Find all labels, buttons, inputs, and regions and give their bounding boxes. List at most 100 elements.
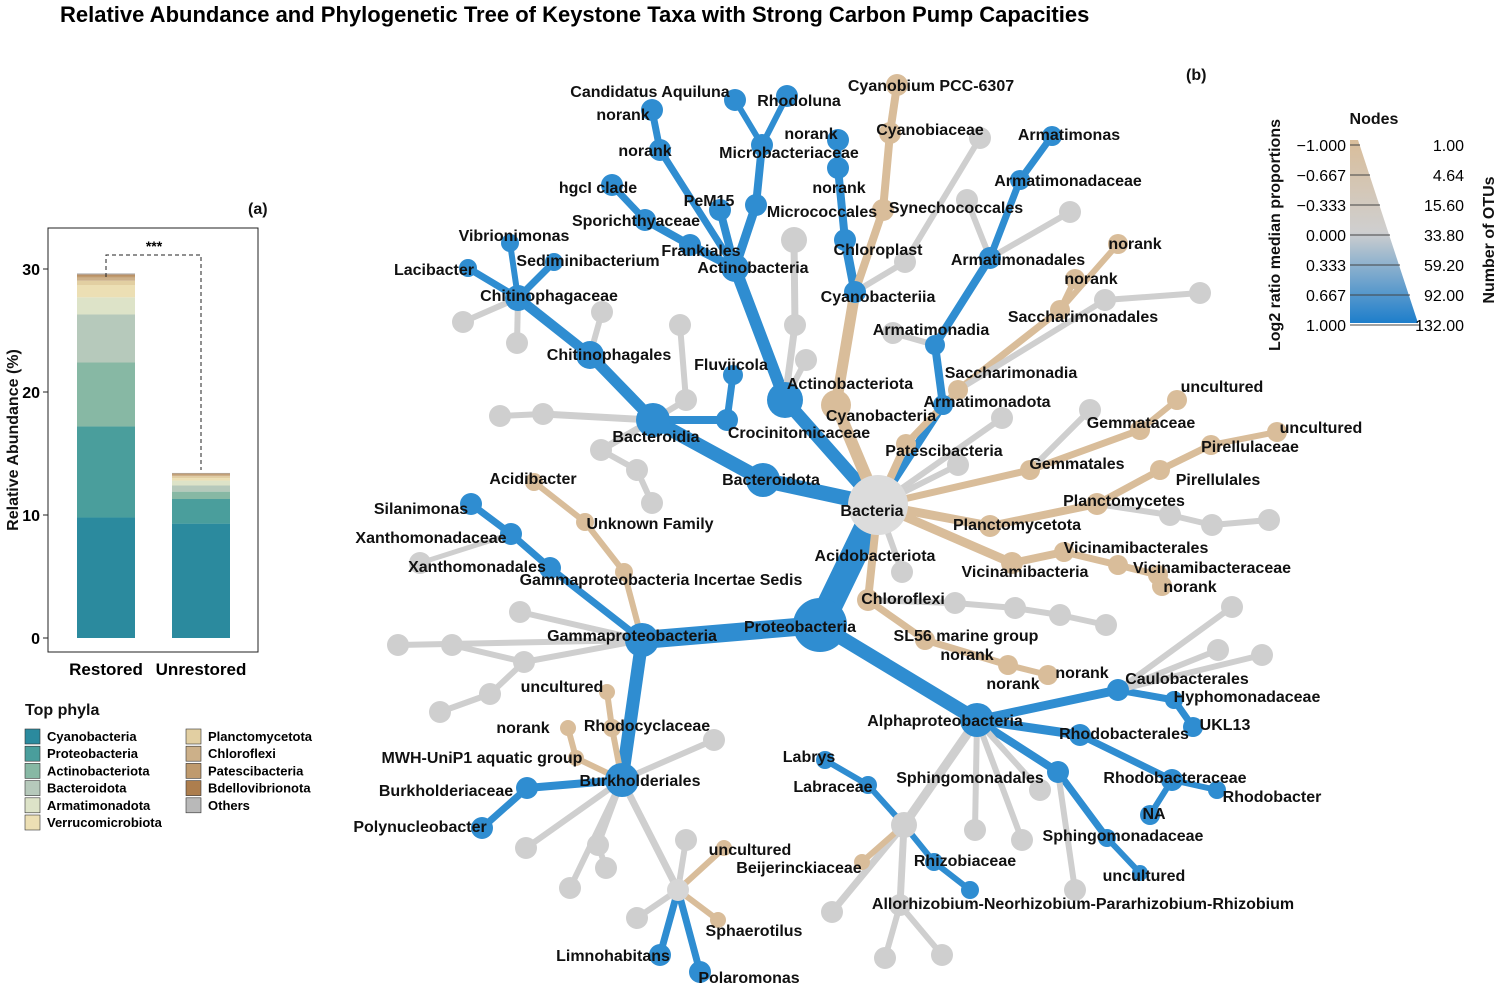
tree-branch (921, 636, 1012, 669)
tree-branch (615, 633, 649, 787)
tree-branch (974, 717, 1025, 843)
tree-node (716, 409, 738, 431)
tree-node (710, 912, 726, 928)
taxon-label: Saccharimonadales (1008, 309, 1158, 326)
taxon-label: Acidobacteriota (815, 548, 936, 565)
tree-node (1267, 422, 1287, 442)
tree-node (595, 857, 617, 879)
tree-node (925, 335, 945, 355)
tree-node (1189, 282, 1211, 304)
taxon-label: SL56 marine group (894, 628, 1039, 645)
legend-swatch (185, 728, 202, 745)
taxon-label: Labraceae (793, 779, 872, 796)
tree-node (634, 209, 656, 231)
bar-segment (172, 491, 230, 500)
taxon-label: Hyphomonadaceae (1174, 689, 1321, 706)
tree-branch (521, 637, 645, 665)
tree-node (933, 395, 953, 415)
tree-node (859, 776, 877, 794)
tree-node (1201, 514, 1223, 536)
tree-node (649, 139, 671, 161)
legend-title: Top phyla (25, 702, 99, 719)
legend-item-label: Bdellovibrionota (208, 781, 311, 796)
taxon-label: Caulobacterales (1125, 671, 1249, 688)
size-scale-tick-label: 33.80 (1424, 228, 1464, 245)
tree-branch (972, 685, 1123, 725)
taxon-label: Lacibacter (394, 262, 474, 279)
color-scale-tick-label: −1.000 (1297, 138, 1346, 155)
tree-node (827, 129, 849, 151)
taxon-label: Alphaproteobacteria (867, 713, 1023, 730)
tree-node (1161, 769, 1183, 791)
tree-node (1140, 805, 1160, 825)
taxon-label: Chloroplast (834, 242, 924, 259)
legend-swatch (185, 797, 202, 814)
tree-node (872, 199, 894, 221)
bar-segment (77, 314, 135, 363)
taxon-label: Burkholderiales (580, 773, 701, 790)
legend-swatch (24, 780, 41, 796)
tree-branch (865, 597, 958, 606)
x-tick-label: Unrestored (156, 660, 247, 679)
tree-node (1069, 724, 1091, 746)
taxon-label: UKL13 (1200, 717, 1251, 734)
tree-node (1201, 435, 1221, 455)
tree-node (776, 85, 798, 107)
taxon-label: Cyanobiaceae (876, 122, 984, 139)
tree-node (669, 314, 691, 336)
tree-node (1059, 201, 1081, 223)
tree-node (641, 99, 663, 121)
tree-node (1094, 289, 1116, 311)
tree-node (781, 227, 807, 253)
tree-node (857, 589, 879, 611)
size-scale-tick-label: 15.60 (1424, 198, 1464, 215)
plot-frame (47, 227, 259, 653)
y-tick-label: 10 (22, 508, 40, 525)
significance-marker: *** (146, 238, 163, 254)
legend-item-label: Patescibacteria (208, 763, 304, 778)
tree-branch (1076, 731, 1176, 784)
tree-node (1079, 399, 1101, 421)
tree-node (1258, 509, 1280, 531)
taxon-label: Sphaerotilus (706, 923, 803, 940)
tree-branch (1115, 652, 1265, 693)
bar-segment (172, 480, 230, 486)
taxon-label: norank (784, 126, 837, 143)
y-tick-label: 0 (31, 631, 40, 648)
tree-node (459, 259, 477, 277)
taxon-label: Armatimonadota (923, 394, 1050, 411)
tree-node (1054, 542, 1074, 562)
tree-node (1038, 665, 1058, 685)
tree-node (590, 439, 612, 461)
taxon-label: norank (1108, 236, 1161, 253)
tree-node (784, 314, 806, 336)
tree-node (821, 901, 843, 923)
tree-node (636, 403, 670, 437)
bar-segment (172, 472, 230, 474)
tree-node (1011, 829, 1033, 851)
tree-branch (790, 236, 799, 329)
taxon-label: uncultured (1181, 379, 1264, 396)
tree-branch (879, 129, 894, 214)
taxon-label: Armatimonas (1018, 127, 1120, 144)
taxon-label: Limnohabitans (556, 948, 670, 965)
legend-item-label: Chloroflexi (208, 746, 276, 761)
tree-node (709, 199, 731, 221)
tree-node (1159, 504, 1181, 526)
tree-branch (851, 206, 887, 296)
size-scale-title: Number of OTUs (1481, 176, 1498, 303)
tree-node (979, 247, 1001, 269)
size-scale-tick-label: 59.20 (1424, 258, 1464, 275)
tree-node (956, 189, 978, 211)
tree-node (891, 812, 917, 838)
tree-nodes (387, 74, 1287, 983)
color-scale-tick-label: 0.333 (1306, 258, 1346, 275)
tree-branch (417, 531, 514, 566)
tree-node (1152, 576, 1172, 596)
bar-segment (77, 277, 135, 281)
